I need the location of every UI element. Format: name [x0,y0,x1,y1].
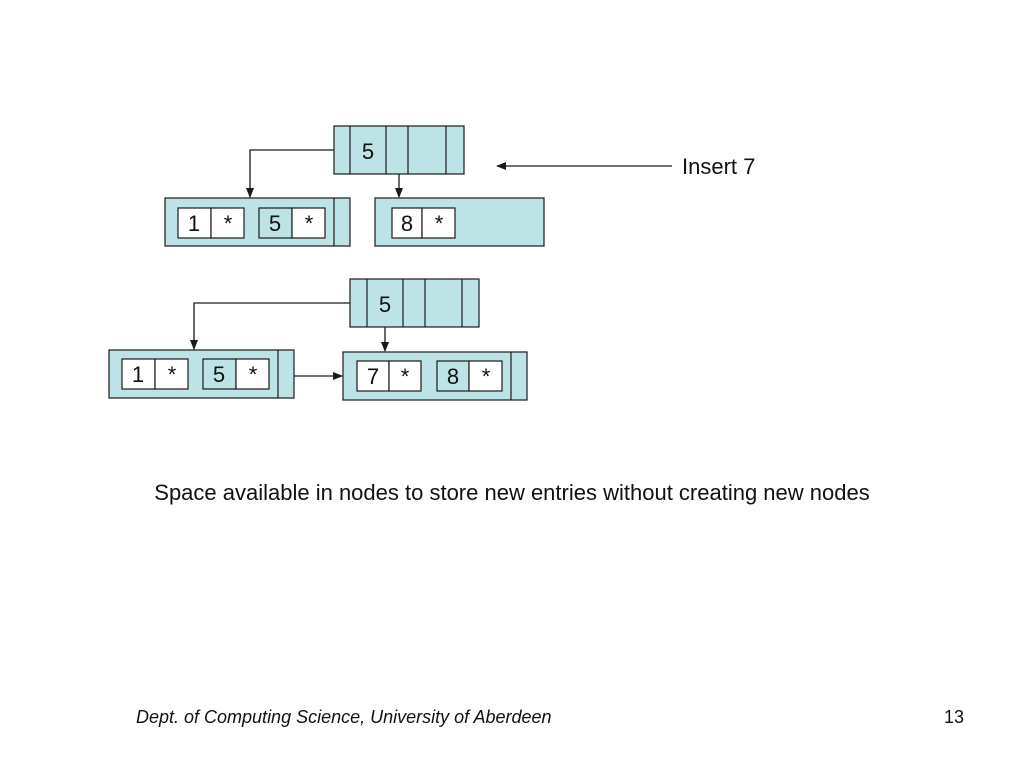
before-left-key-1: 1 [188,211,200,236]
page-number: 13 [943,707,964,727]
after-root-key: 5 [379,292,391,317]
before-left-ptr-1: * [224,211,233,236]
after-right-key-2: 8 [447,364,459,389]
before-right-leaf: 8 * [374,197,545,247]
before-root-key: 5 [362,139,374,164]
before-root-node: 5 [333,125,465,175]
after-left-key-1: 1 [132,362,144,387]
insert-label: Insert 7 [682,154,755,179]
after-root-node: 5 [349,278,480,328]
after-right-leaf: 7 * 8 * [342,351,528,401]
before-right-key-1: 8 [401,211,413,236]
slide-caption: Space available in nodes to store new en… [154,480,870,505]
before-left-leaf: 1 * 5 * [164,197,351,247]
after-right-ptr-2: * [482,364,491,389]
before-left-ptr-2: * [305,211,314,236]
after-left-leaf: 1 * 5 * [108,349,295,399]
before-right-ptr-1: * [435,211,444,236]
after-left-ptr-2: * [249,362,258,387]
after-right-ptr-1: * [401,364,410,389]
footer-department: Dept. of Computing Science, University o… [136,707,552,727]
after-left-child-arrow [190,302,350,350]
after-left-key-2: 5 [213,362,225,387]
before-left-key-2: 5 [269,211,281,236]
before-left-child-arrow [246,149,334,198]
after-right-key-1: 7 [367,364,379,389]
after-left-ptr-1: * [168,362,177,387]
